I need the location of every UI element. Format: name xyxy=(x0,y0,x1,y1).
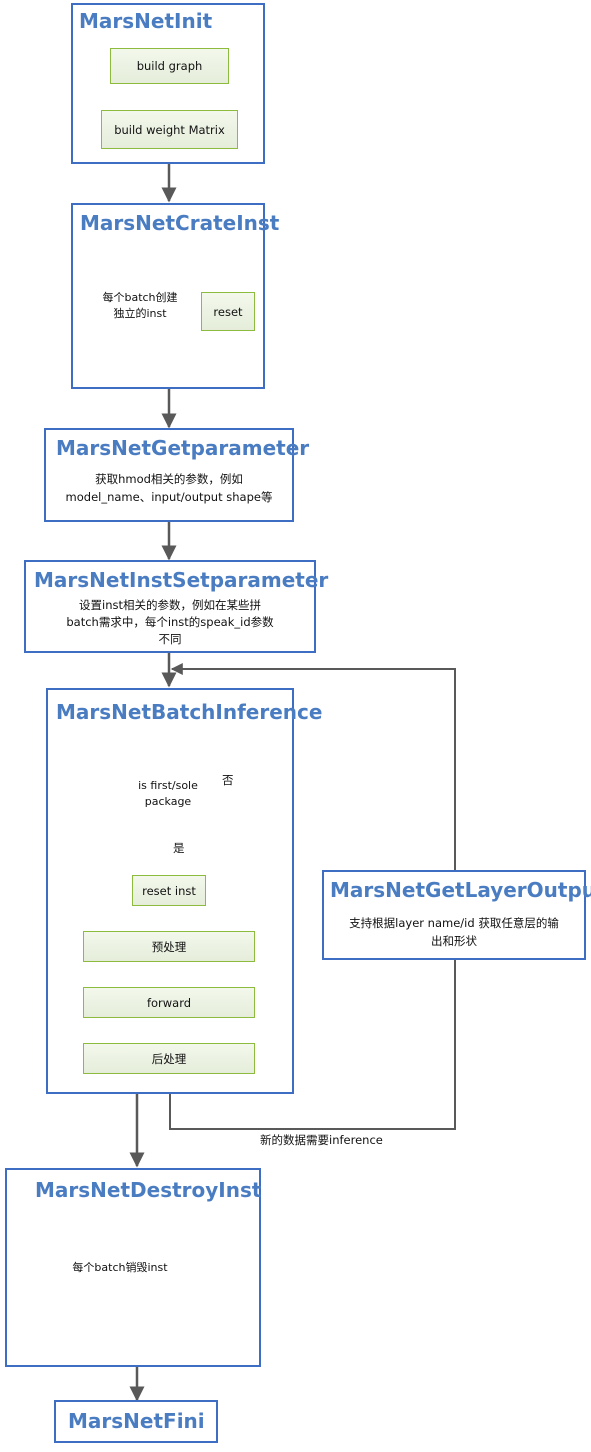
build-weight-matrix-step: build weight Matrix xyxy=(101,110,238,149)
create-inst-decision-line-2: 独立的inst xyxy=(113,307,167,320)
destroy-decision-text: 每个batch销毁inst xyxy=(72,1261,168,1274)
destroy-inst-title: MarsNetDestroyInst xyxy=(35,1178,262,1202)
inst-set-parameter-desc-line-2: batch需求中，每个inst的speak_id参数 xyxy=(66,615,274,629)
inst-set-parameter-desc: 设置inst相关的参数，例如在某些拼 batch需求中，每个inst的speak… xyxy=(26,597,314,648)
postprocess-step: 后处理 xyxy=(83,1043,255,1074)
create-inst-decision-line-1: 每个batch创建 xyxy=(102,291,178,304)
get-layer-output-desc-line-2: 出和形状 xyxy=(431,934,477,948)
no-branch-label: 否 xyxy=(222,773,234,787)
init-box: MarsNetInit build graph build weight Mat… xyxy=(71,3,265,164)
arrow-layeroutput-to-inference xyxy=(170,663,456,870)
preprocess-step: 预处理 xyxy=(83,931,255,962)
get-layer-output-box: MarsNetGetLayerOutput 支持根据layer name/id … xyxy=(322,870,591,960)
fini-title: MarsNetFini xyxy=(68,1409,205,1433)
inst-set-parameter-title: MarsNetInstSetparameter xyxy=(34,568,329,592)
batch-inference-title: MarsNetBatchInference xyxy=(56,700,323,724)
get-parameter-box: MarsNetGetparameter 获取hmod相关的参数，例如 model… xyxy=(44,428,309,522)
inst-set-parameter-box: MarsNetInstSetparameter 设置inst相关的参数，例如在某… xyxy=(24,560,328,653)
fini-box: MarsNetFini xyxy=(54,1400,218,1443)
inference-decision-line-2: package xyxy=(144,795,192,808)
inference-decision-line-1: is first/sole xyxy=(138,779,198,792)
reset-step: reset xyxy=(201,292,255,331)
yes-branch-label: 是 xyxy=(173,841,185,855)
get-parameter-desc: 获取hmod相关的参数，例如 model_name、input/output s… xyxy=(46,470,292,506)
batch-inference-box: MarsNetBatchInference reset inst 预处理 for… xyxy=(46,688,322,1094)
inference-decision-text: is first/sole package xyxy=(118,778,218,810)
loop-label: 新的数据需要inference xyxy=(260,1133,383,1147)
inst-set-parameter-desc-line-3: 不同 xyxy=(158,632,182,646)
forward-step: forward xyxy=(83,987,255,1018)
init-title: MarsNetInit xyxy=(79,9,213,33)
inst-set-parameter-desc-line-1: 设置inst相关的参数，例如在某些拼 xyxy=(79,598,261,612)
get-layer-output-desc-line-1: 支持根据layer name/id 获取任意层的输 xyxy=(349,916,559,930)
create-inst-box: MarsNetCrateInst reset xyxy=(71,203,279,389)
build-graph-step: build graph xyxy=(110,48,229,84)
get-layer-output-desc: 支持根据layer name/id 获取任意层的输 出和形状 xyxy=(324,914,584,950)
create-inst-title: MarsNetCrateInst xyxy=(80,211,280,235)
get-parameter-desc-line-1: 获取hmod相关的参数，例如 xyxy=(95,472,243,486)
create-inst-decision-text: 每个batch创建 独立的inst xyxy=(86,290,194,322)
get-layer-output-title: MarsNetGetLayerOutput xyxy=(330,878,591,902)
reset-inst-step: reset inst xyxy=(132,875,206,906)
loop-back-connector xyxy=(169,960,456,1130)
get-parameter-title: MarsNetGetparameter xyxy=(56,436,310,460)
destroy-inst-box: MarsNetDestroyInst xyxy=(5,1168,261,1367)
get-parameter-desc-line-2: model_name、input/output shape等 xyxy=(65,490,273,504)
